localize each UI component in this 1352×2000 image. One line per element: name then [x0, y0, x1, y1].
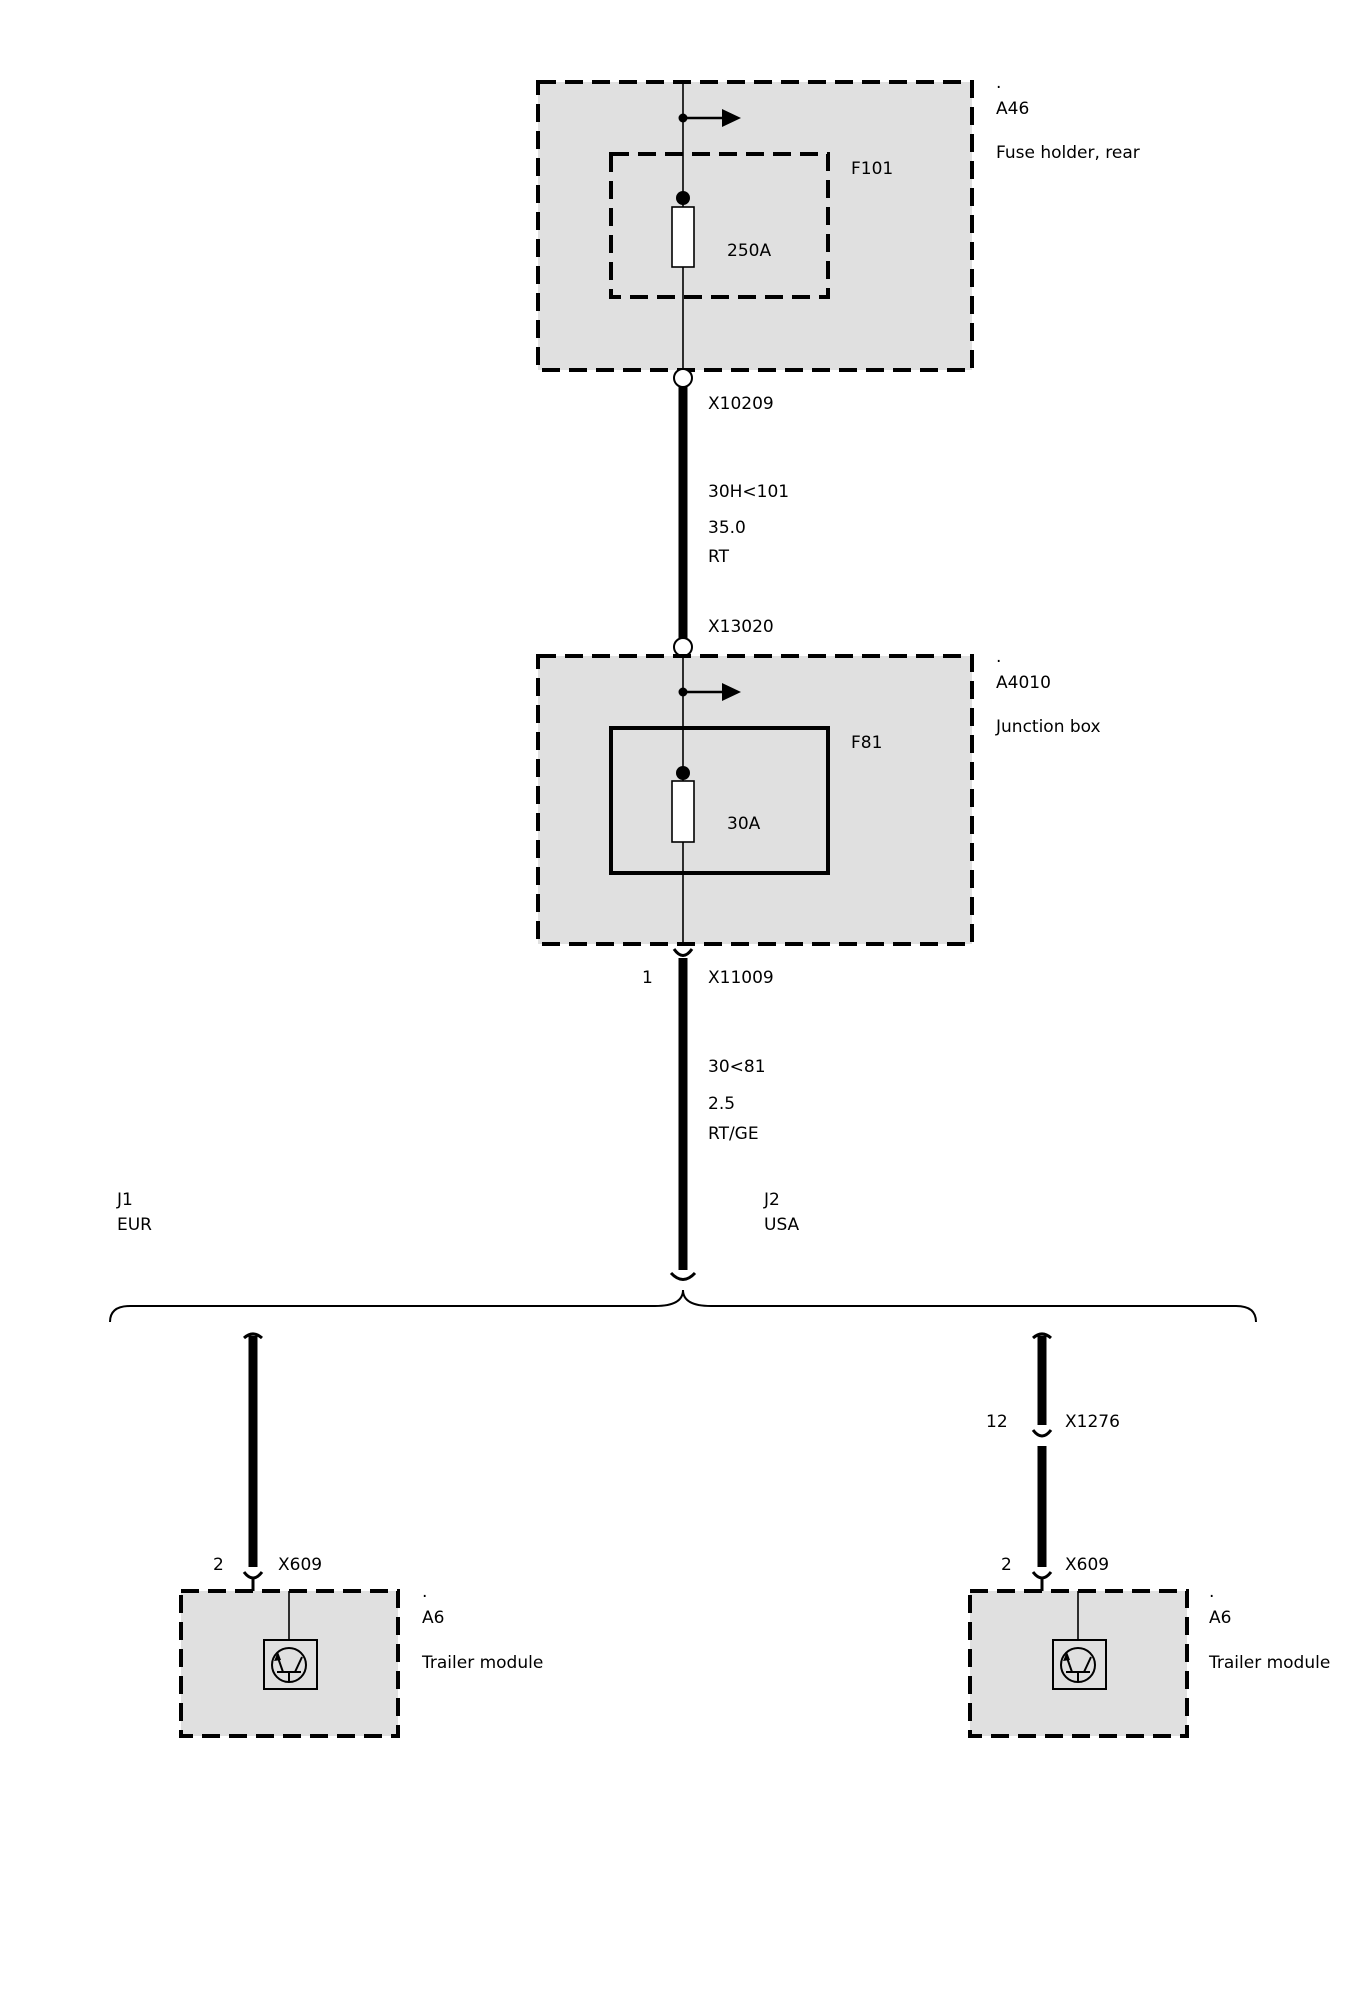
- wire-end-fork-icon: [669, 1271, 697, 1281]
- fuse-f101-icon: [671, 206, 695, 268]
- fuse-holder-box: [536, 80, 974, 372]
- connector-x13020-icon: [673, 637, 693, 657]
- connector-x11009-pin: 1: [642, 968, 653, 988]
- junction-box: [536, 654, 974, 946]
- connector-x1276-label: X1276: [1065, 1412, 1120, 1432]
- junction-box-frame: [536, 654, 974, 946]
- connector-x10209-icon: [673, 368, 693, 388]
- connector-x609-right-icon: [1031, 1571, 1053, 1580]
- variant-j2-code: J2: [763, 1190, 780, 1210]
- branch-start-icon: [243, 1332, 263, 1340]
- connector-x10209-label: X10209: [708, 394, 774, 414]
- wire-upper-color: RT: [708, 547, 730, 567]
- trailer-left-dot: .: [422, 1582, 427, 1602]
- fuse-f81-box: [609, 726, 830, 875]
- trailer-left-name: Trailer module: [421, 1653, 543, 1673]
- transistor-icon: [1052, 1639, 1107, 1690]
- variant-brace: [109, 1289, 1257, 1323]
- fuse-f101-box: [609, 152, 830, 299]
- fuse-holder-name: Fuse holder, rear: [996, 143, 1140, 163]
- variant-j1-code: J1: [116, 1190, 133, 1210]
- wire-lower-circuit: 30<81: [708, 1057, 766, 1077]
- fuse-f101-rating: 250A: [727, 241, 771, 261]
- fuse-f81-ref: F81: [851, 733, 882, 753]
- fuse-holder-ref: A46: [996, 99, 1029, 119]
- fuse-f81-rating: 30A: [727, 814, 761, 834]
- trailer-right-ref: A6: [1209, 1608, 1231, 1628]
- junction-box-ref: A4010: [996, 673, 1051, 693]
- connector-x609-right-pin: 2: [1001, 1555, 1012, 1575]
- connector-x609-left-label: X609: [278, 1555, 322, 1575]
- connector-x1276-icon: [1031, 1429, 1053, 1438]
- transistor-icon: [263, 1639, 318, 1690]
- continuation-arrow-icon: [722, 109, 741, 127]
- connector-x609-right-label: X609: [1065, 1555, 1109, 1575]
- fuse-holder-dot: .: [996, 73, 1001, 93]
- wire-lower-color: RT/GE: [708, 1124, 759, 1144]
- continuation-arrow-icon: [722, 683, 741, 701]
- fuse-f81-icon: [671, 780, 695, 843]
- fuse-holder-rear: [536, 80, 974, 372]
- wire-upper-gauge: 35.0: [708, 518, 746, 538]
- branch-start-icon: [1032, 1332, 1052, 1340]
- connector-x13020-label: X13020: [708, 617, 774, 637]
- trailer-right-dot: .: [1209, 1582, 1214, 1602]
- variant-j1-region: EUR: [117, 1215, 152, 1235]
- wire-lower-gauge: 2.5: [708, 1094, 735, 1114]
- fuse-f101-ref: F101: [851, 159, 893, 179]
- trailer-right-name: Trailer module: [1208, 1653, 1330, 1673]
- variant-j2-region: USA: [764, 1215, 800, 1235]
- junction-box-dot: .: [996, 647, 1001, 667]
- connector-x11009-label: X11009: [708, 968, 774, 988]
- junction-box-name: Junction box: [995, 717, 1101, 737]
- fuse-terminal-dot: [676, 191, 690, 205]
- fuse-terminal-dot: [676, 766, 690, 780]
- connector-x609-left-icon: [242, 1571, 264, 1580]
- connector-x11009-icon: [672, 948, 694, 957]
- connector-x1276-pin: 12: [986, 1412, 1008, 1432]
- wire-upper-circuit: 30H<101: [708, 482, 789, 502]
- connector-x609-left-pin: 2: [213, 1555, 224, 1575]
- trailer-left-ref: A6: [422, 1608, 444, 1628]
